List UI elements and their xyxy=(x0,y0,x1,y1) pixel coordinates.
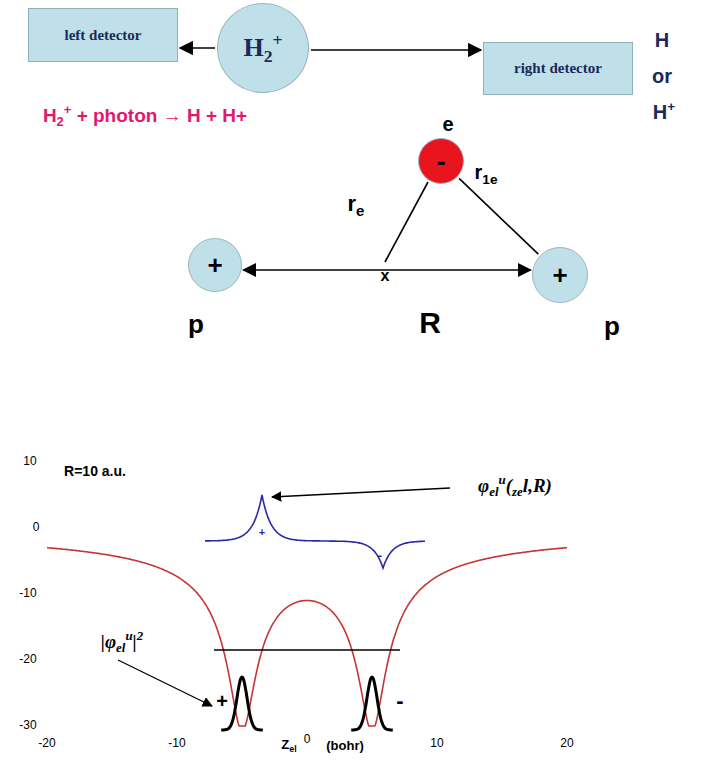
axis-title: (bohr) xyxy=(326,739,364,753)
product-label: or xyxy=(652,65,672,87)
leader-line xyxy=(118,660,212,706)
node-text: + xyxy=(552,260,567,291)
node-text: left detector xyxy=(64,27,141,44)
sign-mark: + xyxy=(216,690,228,712)
product-label: H xyxy=(655,29,669,51)
proton-label: p xyxy=(188,310,204,339)
potential-curve xyxy=(47,548,567,726)
product-label: H+ xyxy=(653,101,675,123)
node-text: H2+ xyxy=(243,33,282,63)
connector xyxy=(180,47,215,49)
proton-label: p xyxy=(604,312,620,341)
leader-line xyxy=(272,488,450,497)
connector xyxy=(459,178,538,254)
tick-label: -20 xyxy=(19,653,36,666)
tick-label: 0 xyxy=(304,733,311,746)
detector-box: left detector xyxy=(28,8,178,62)
node-text: - xyxy=(437,146,446,177)
tick-label: -10 xyxy=(168,737,185,750)
tick-label: 20 xyxy=(560,737,573,750)
detector-box: right detector xyxy=(483,42,633,95)
axis-title: Zel xyxy=(281,738,296,752)
distance-label: r1e xyxy=(475,161,498,183)
tick-label: 10 xyxy=(430,737,443,750)
proton-circle: + xyxy=(188,238,242,292)
electron-circle: - xyxy=(418,138,464,184)
sign-mark: - xyxy=(396,689,403,713)
molecule-circle: H2+ xyxy=(217,3,309,93)
density-curve xyxy=(221,677,393,730)
sign-mark: - xyxy=(378,549,382,563)
tick-label: 10 xyxy=(23,455,36,468)
node-text: + xyxy=(207,250,222,281)
distance-label: R xyxy=(419,306,441,339)
tick-label: -10 xyxy=(19,587,36,600)
density-label: |φelu|2 xyxy=(101,632,143,653)
reaction-equation: H2+ + photon → H + H+ xyxy=(43,106,247,127)
sign-mark: + xyxy=(259,526,265,538)
energy-level xyxy=(214,649,400,650)
tick-label: -30 xyxy=(19,719,36,732)
tick-label: -20 xyxy=(38,737,55,750)
wavefunction-curve xyxy=(205,495,425,568)
tick-label: 0 xyxy=(33,521,40,534)
connector xyxy=(311,49,481,51)
wavefunction-label: φelu(zel,R) xyxy=(478,476,552,497)
electron-label: e xyxy=(442,113,453,135)
center-mark: x xyxy=(381,267,390,285)
re-line xyxy=(385,182,428,262)
proton-circle: + xyxy=(532,247,588,303)
distance-label: re xyxy=(348,192,365,216)
node-text: right detector xyxy=(514,60,602,77)
parameter-label: R=10 a.u. xyxy=(64,464,126,479)
